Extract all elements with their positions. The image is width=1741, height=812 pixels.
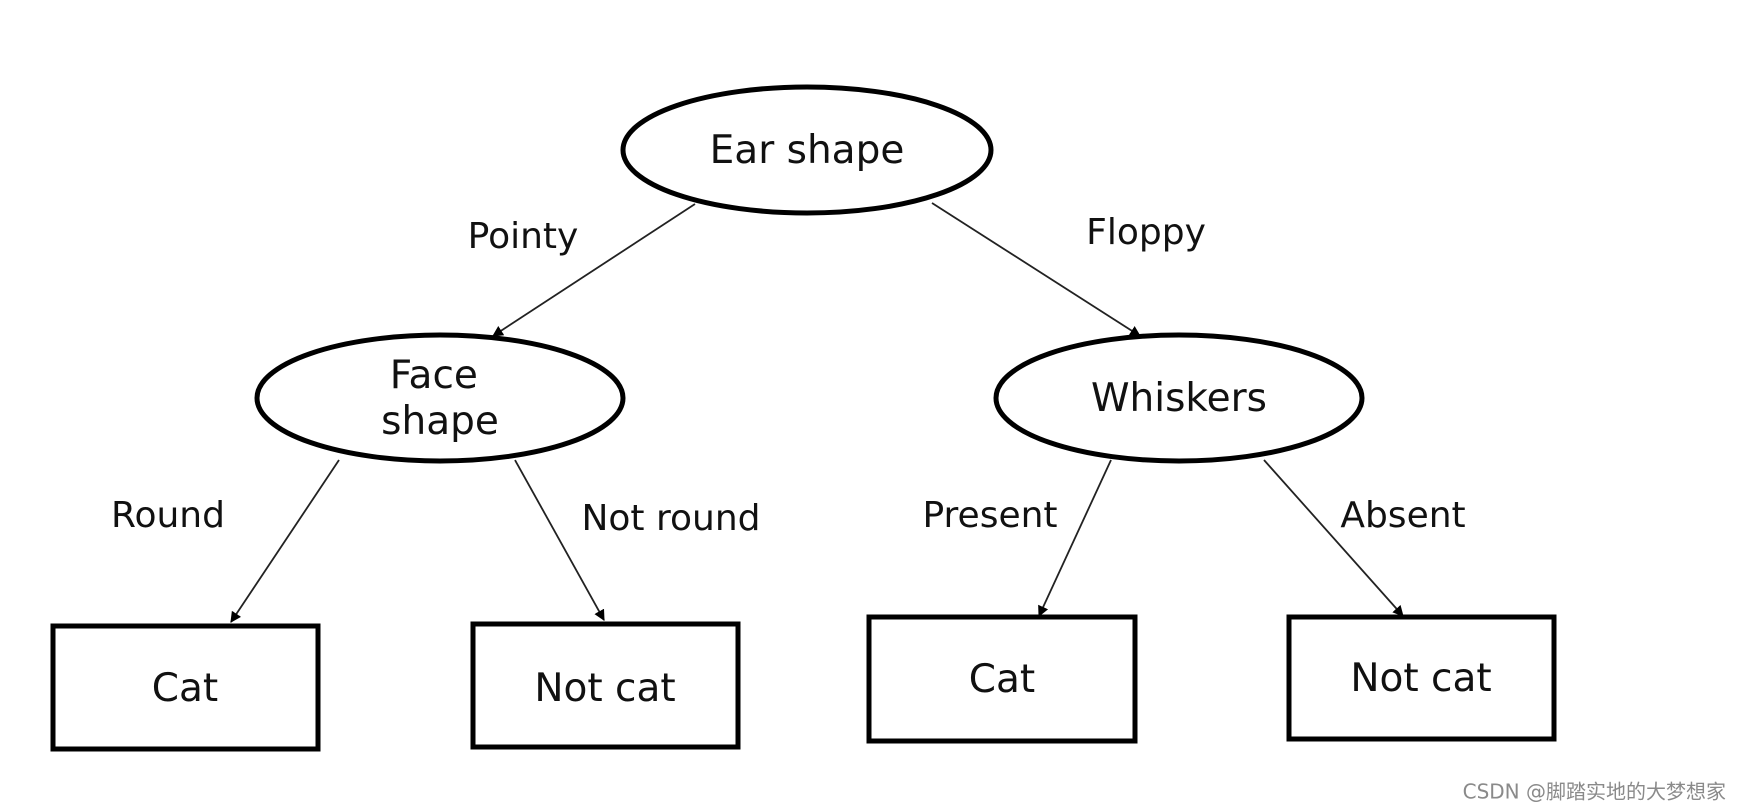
edge-label-pointy: Pointy — [468, 216, 579, 257]
leaf-round-cat-label: Cat — [152, 666, 218, 711]
node-face-shape-label-line1: Face — [390, 353, 478, 398]
edge-label-absent: Absent — [1340, 495, 1465, 536]
svg-text:Cat: Cat — [152, 666, 218, 711]
node-ear-shape: Ear shape — [620, 84, 994, 216]
svg-text:Whiskers: Whiskers — [1091, 376, 1267, 421]
edge-label-present: Present — [922, 495, 1057, 536]
edge-pointy-arrow — [492, 203, 696, 337]
leaf-not-round-not-cat-label: Not cat — [534, 666, 675, 711]
svg-text:Face shape: Face shape — [381, 353, 499, 444]
svg-text:Cat: Cat — [969, 657, 1035, 702]
node-whiskers: Whiskers — [993, 332, 1365, 464]
edge-absent-arrow — [1263, 459, 1404, 617]
leaf-absent-not-cat-label: Not cat — [1350, 656, 1491, 701]
leaf-present-cat-label: Cat — [969, 657, 1035, 702]
watermark-text: CSDN @脚踏实地的大梦想家 — [1463, 780, 1726, 804]
leaf-round-cat: Cat — [50, 623, 321, 752]
node-face-shape-label-line2: shape — [381, 399, 499, 444]
edge-label-floppy: Floppy — [1086, 212, 1206, 253]
svg-text:Not cat: Not cat — [1350, 656, 1491, 701]
svg-text:Not cat: Not cat — [534, 666, 675, 711]
leaf-not-round-not-cat: Not cat — [470, 621, 741, 750]
leaf-present-cat: Cat — [866, 614, 1138, 744]
edge-floppy-arrow — [931, 202, 1141, 337]
node-whiskers-label: Whiskers — [1091, 376, 1267, 421]
leaf-absent-not-cat: Not cat — [1286, 614, 1557, 742]
node-ear-shape-label: Ear shape — [710, 128, 905, 173]
edge-label-not-round: Not round — [581, 498, 760, 539]
svg-text:Ear shape: Ear shape — [710, 128, 905, 173]
edge-label-round: Round — [111, 495, 225, 536]
node-face-shape: Face shape — [254, 332, 626, 464]
edge-present-arrow — [1038, 459, 1112, 617]
edge-not-round-arrow — [514, 459, 605, 621]
edge-round-arrow — [230, 459, 340, 623]
